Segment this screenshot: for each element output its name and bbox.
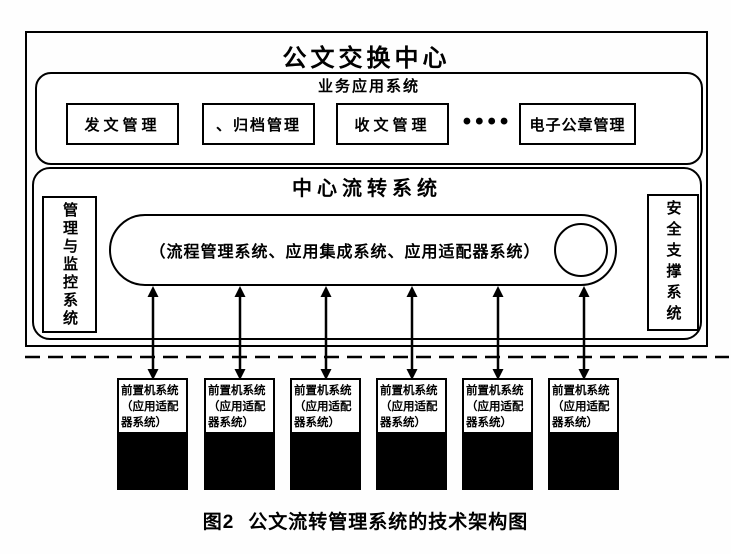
business-app-layer-title: 业务应用系统 bbox=[317, 78, 420, 95]
figure-caption-number: 图2 bbox=[202, 512, 235, 533]
management-monitoring-box: 管理与监控系统 bbox=[42, 196, 97, 333]
frontend-system-body bbox=[206, 432, 273, 488]
flow-engine-capsule: （流程管理系统、应用集成系统、应用适配器系统） bbox=[109, 214, 617, 286]
frontend-system-box: 前置机系统 （应用适配 器系统） bbox=[204, 378, 275, 490]
frontend-system-box: 前置机系统 （应用适配 器系统） bbox=[462, 378, 533, 490]
frontend-system-box: 前置机系统 （应用适配 器系统） bbox=[117, 378, 188, 490]
module-dispatch-mgmt: 发文管理 bbox=[66, 103, 179, 145]
frontend-system-box: 前置机系统 （应用适配 器系统） bbox=[548, 378, 619, 490]
flow-engine-capsule-label: （流程管理系统、应用集成系统、应用适配器系统） bbox=[149, 244, 541, 261]
frontend-system-label: 前置机系统 （应用适配 器系统） bbox=[294, 385, 352, 429]
bidirectional-arrow bbox=[578, 286, 590, 380]
module-eseal-mgmt: 电子公章管理 bbox=[519, 103, 636, 145]
exchange-center-box: 公文交换中心 业务应用系统 发文管理 、归档管理 收文管理 •••• 电子公章管… bbox=[25, 31, 708, 347]
frontend-system-label: 前置机系统 （应用适配 器系统） bbox=[380, 385, 438, 429]
business-app-layer: 业务应用系统 发文管理 、归档管理 收文管理 •••• 电子公章管理 bbox=[35, 72, 703, 165]
central-flow-layer: 中心流转系统 管理与监控系统 安全支撑系统 （流程管理系统、应用集成系统、应用适… bbox=[32, 167, 702, 340]
ellipsis-dots-icon: •••• bbox=[462, 108, 513, 135]
frontend-system-label: 前置机系统 （应用适配 器系统） bbox=[121, 385, 179, 429]
exchange-center-title: 公文交换中心 bbox=[282, 45, 451, 72]
module-receive-mgmt: 收文管理 bbox=[336, 103, 449, 145]
security-support-box: 安全支撑系统 bbox=[647, 194, 699, 331]
frontend-system-label: 前置机系统 （应用适配 器系统） bbox=[208, 385, 266, 429]
frontend-system-body bbox=[378, 432, 445, 488]
frontend-system-box: 前置机系统 （应用适配 器系统） bbox=[376, 378, 447, 490]
frontend-system-box: 前置机系统 （应用适配 器系统） bbox=[290, 378, 361, 490]
frontend-system-body bbox=[119, 432, 186, 488]
frontend-system-label: 前置机系统 （应用适配 器系统） bbox=[552, 385, 610, 429]
bidirectional-arrow bbox=[234, 286, 246, 380]
figure-caption-text: 公文流转管理系统的技术架构图 bbox=[248, 512, 529, 533]
figure-caption: 图2 公文流转管理系统的技术架构图 bbox=[0, 507, 731, 534]
module-archive-mgmt: 、归档管理 bbox=[202, 103, 315, 145]
bidirectional-arrow bbox=[406, 286, 418, 380]
frontend-system-body bbox=[292, 432, 359, 488]
bidirectional-arrow bbox=[492, 286, 504, 380]
frontend-system-body bbox=[464, 432, 531, 488]
bidirectional-arrow bbox=[320, 286, 332, 380]
frontend-system-label: 前置机系统 （应用适配 器系统） bbox=[466, 385, 524, 429]
frontend-system-body bbox=[550, 432, 617, 488]
bidirectional-arrow bbox=[147, 286, 159, 380]
central-flow-layer-title: 中心流转系统 bbox=[292, 178, 442, 200]
capsule-end-circle bbox=[554, 223, 608, 277]
